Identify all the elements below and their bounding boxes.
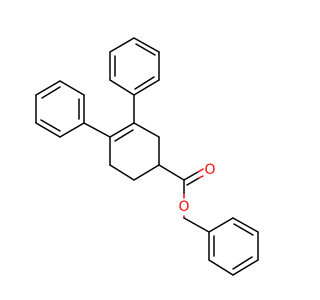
bond-ring-to-left-phenyl (83, 122, 111, 138)
chemical-structure-diagram: O O (35, 37, 259, 276)
carbonyl-oxygen-label: O (204, 162, 215, 178)
phenyl-ring-left (35, 80, 85, 138)
phenyl-ring-top (109, 37, 160, 96)
ester-group (158, 164, 210, 233)
cyclohexene-ring (109, 122, 160, 181)
phenyl-ring-bottom (208, 217, 259, 276)
ester-oxygen-label: O (178, 199, 189, 215)
